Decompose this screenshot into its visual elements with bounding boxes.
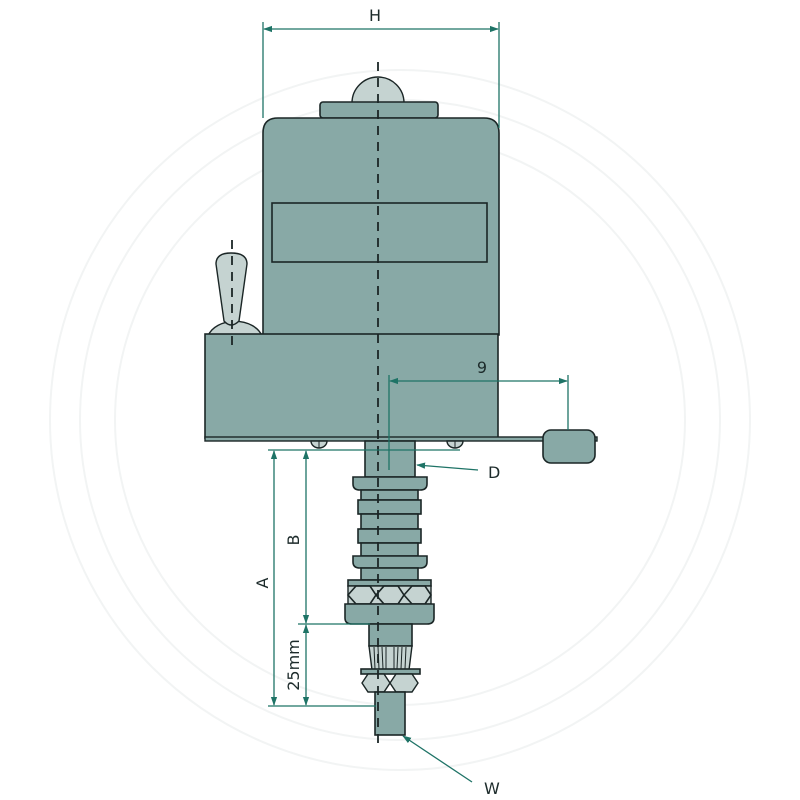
toggle-lever xyxy=(206,252,264,337)
dimension-9: 9 xyxy=(388,358,569,470)
knurled-section xyxy=(360,623,421,675)
output-shaft-end xyxy=(374,691,406,736)
label-9: 9 xyxy=(477,358,487,377)
label-window xyxy=(271,202,488,263)
gearbox-base xyxy=(204,333,499,439)
label-W: W xyxy=(484,779,500,798)
label-D: D xyxy=(488,463,500,482)
dimension-A: A xyxy=(253,450,278,706)
dimension-B: B xyxy=(284,450,310,624)
hex-nut-lower xyxy=(361,673,419,693)
motor-housing xyxy=(262,117,500,336)
top-cap xyxy=(319,76,439,119)
label-A: A xyxy=(253,577,272,588)
spindle-assembly xyxy=(352,440,428,581)
dimension-D: D xyxy=(416,462,500,482)
mounting-foot xyxy=(542,429,596,464)
washer-flange xyxy=(344,603,435,625)
label-25mm: 25mm xyxy=(284,639,303,691)
label-B: B xyxy=(284,535,303,546)
hex-nut-upper xyxy=(346,579,432,605)
label-H: H xyxy=(369,6,381,25)
dimension-25mm: 25mm xyxy=(268,623,376,707)
dimension-W: W xyxy=(402,735,500,798)
dimension-H: H xyxy=(262,6,500,128)
